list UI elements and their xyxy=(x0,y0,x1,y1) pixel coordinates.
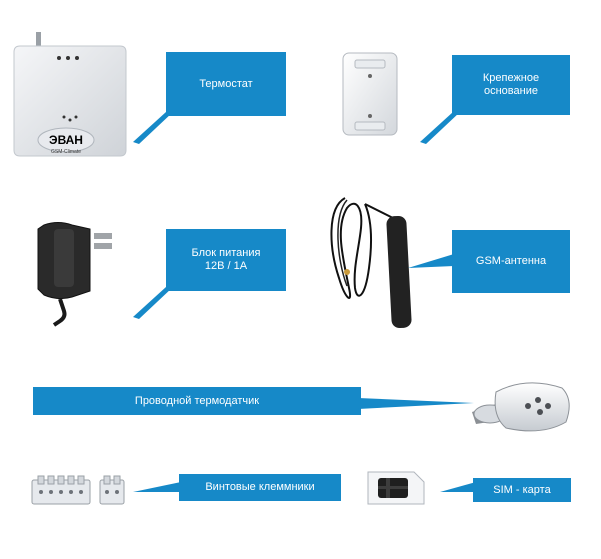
screw-terminals-callout-pointer xyxy=(133,482,181,492)
screw-terminals-callout: Винтовые клеммники xyxy=(179,474,341,501)
gsm-antenna-callout: GSM-антенна xyxy=(452,230,570,293)
mount-base-label-line2: основание xyxy=(483,85,538,97)
wired-sensor-image xyxy=(472,382,570,432)
power-supply-callout-pointer xyxy=(133,287,173,319)
power-supply-label-line1: Блок питания xyxy=(191,247,261,259)
sim-card-callout: SIM - карта xyxy=(473,478,571,502)
sim-card-callout-pointer xyxy=(440,482,476,492)
mount-base-callout-pointer xyxy=(420,112,460,144)
screw-terminals-image xyxy=(31,475,125,505)
mount-base-image xyxy=(342,52,398,136)
gsm-antenna-label: GSM-антенна xyxy=(475,255,547,267)
gsm-antenna-image xyxy=(330,197,412,329)
power-supply-callout: Блок питания 12В / 1А xyxy=(166,229,286,291)
device-model: GSM-Climate xyxy=(51,149,81,155)
device-logo: ЭВАН xyxy=(49,133,83,147)
wired-sensor-label: Проводной термодатчик xyxy=(134,394,260,407)
sim-card-label: SIM - карта xyxy=(493,483,551,496)
power-supply-label-line2: 12В / 1А xyxy=(204,260,248,272)
gsm-antenna-callout-pointer xyxy=(408,254,454,268)
wired-sensor-callout: Проводной термодатчик xyxy=(33,387,361,415)
thermostat-label: Термостат xyxy=(199,77,253,90)
sim-card-image xyxy=(367,471,425,505)
wired-sensor-callout-pointer xyxy=(358,398,474,409)
mount-base-callout: Крепежное основание xyxy=(452,55,570,115)
mount-base-label-line1: Крепежное xyxy=(482,72,540,84)
thermostat-image: ЭВАН GSM-Climate xyxy=(13,32,127,157)
power-supply-image xyxy=(37,222,112,327)
thermostat-callout: Термостат xyxy=(166,52,286,116)
thermostat-callout-pointer xyxy=(133,112,173,144)
screw-terminals-label: Винтовые клеммники xyxy=(205,481,315,493)
